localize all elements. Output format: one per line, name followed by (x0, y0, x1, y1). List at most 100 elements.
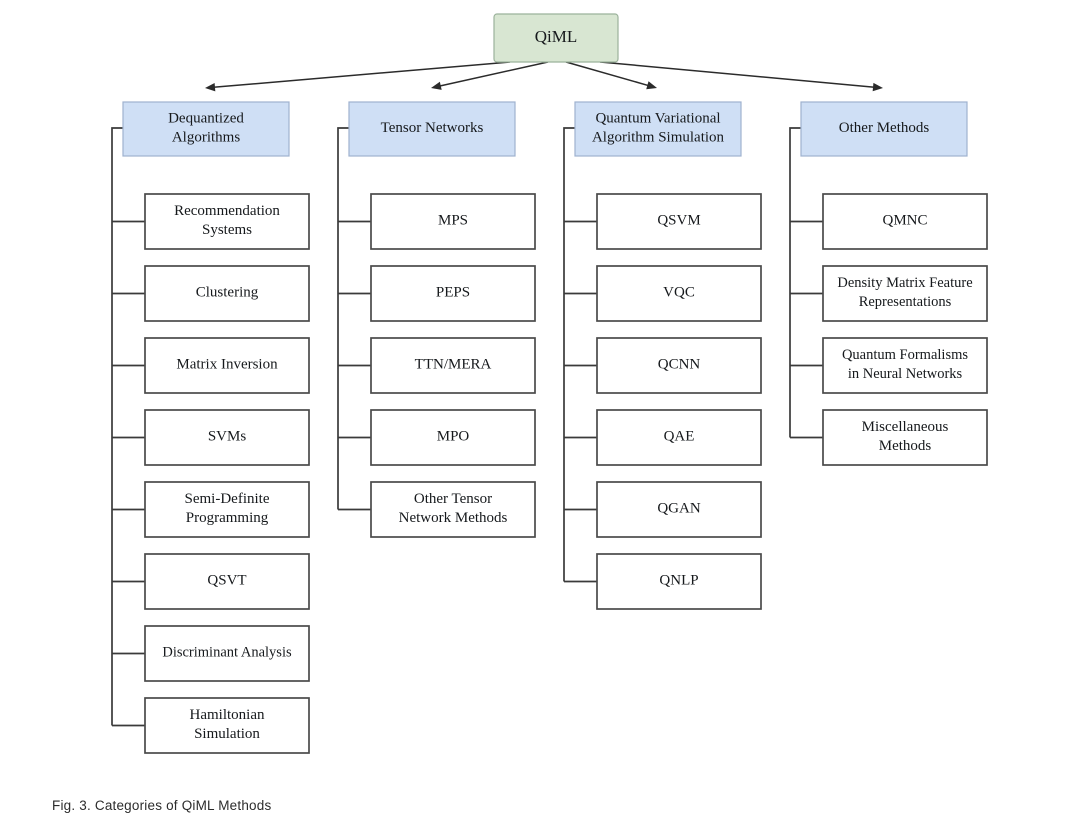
method-node-box (596, 409, 762, 466)
method-node-tensor-networks-2[interactable]: TTN/MERA (370, 337, 536, 394)
method-node-dequantized-algorithms-5[interactable]: QSVT (144, 553, 310, 610)
method-node-box (144, 409, 310, 466)
method-node-label: QAE (664, 429, 695, 445)
spine-tensor-networks (337, 127, 349, 510)
root-arrow-head (872, 82, 883, 92)
method-node-dequantized-algorithms-3[interactable]: SVMs (144, 409, 310, 466)
method-node-quantum-variational-algorithm-simulation-5[interactable]: QNLP (596, 553, 762, 610)
method-node-dequantized-algorithms-6[interactable]: Discriminant Analysis (144, 625, 310, 682)
method-node-box (822, 265, 988, 322)
method-node-box (596, 265, 762, 322)
method-node-label: SVMs (208, 429, 247, 445)
method-node-box (144, 697, 310, 754)
category-header-box (574, 101, 742, 157)
method-node-label: Clustering (196, 285, 259, 301)
method-node-tensor-networks-3[interactable]: MPO (370, 409, 536, 466)
spine-line (111, 127, 123, 726)
method-node-quantum-variational-algorithm-simulation-0[interactable]: QSVM (596, 193, 762, 250)
root-arrow-line (439, 61, 549, 87)
method-node-dequantized-algorithms-1[interactable]: Clustering (144, 265, 310, 322)
method-node-box (370, 265, 536, 322)
root-arrow-head (646, 81, 657, 90)
method-node-label: TTN/MERA (415, 357, 492, 373)
method-node-box (144, 193, 310, 250)
figure-caption: Fig. 3. Categories of QiML Methods (52, 798, 272, 813)
method-node-label: MPO (437, 429, 470, 445)
method-node-label: QSVM (657, 213, 700, 229)
method-node-box (144, 337, 310, 394)
root-arrow-tensor-networks (431, 61, 549, 90)
root-node-qiml[interactable]: QiML (493, 13, 619, 63)
method-node-box (596, 481, 762, 538)
method-node-label: VQC (663, 285, 695, 301)
spine-other-methods (789, 127, 801, 438)
root-arrow-other-methods (599, 61, 883, 92)
method-node-label: QCNN (658, 357, 701, 373)
spine-line (337, 127, 349, 510)
method-node-other-methods-0[interactable]: QMNC (822, 193, 988, 250)
root-arrow-line (565, 61, 650, 87)
method-node-box (596, 337, 762, 394)
category-header-tensor-networks[interactable]: Tensor Networks (348, 101, 516, 157)
method-node-tensor-networks-0[interactable]: MPS (370, 193, 536, 250)
root-arrow-head (431, 81, 442, 90)
root-node-box (493, 13, 619, 63)
root-arrow-dequantized-algorithms (205, 61, 511, 92)
root-arrow-line (599, 61, 875, 88)
method-node-quantum-variational-algorithm-simulation-4[interactable]: QGAN (596, 481, 762, 538)
spine-dequantized-algorithms (111, 127, 123, 726)
category-header-other-methods[interactable]: Other Methods (800, 101, 968, 157)
method-node-box (370, 481, 536, 538)
method-node-label: Matrix Inversion (176, 357, 278, 373)
root-arrow-quantum-variational-algorithm-simulation (565, 61, 657, 90)
method-node-box (144, 481, 310, 538)
category-header-label: Tensor Networks (381, 120, 484, 136)
spine-line (563, 127, 575, 582)
method-node-box (822, 337, 988, 394)
method-node-box (370, 409, 536, 466)
method-node-quantum-variational-algorithm-simulation-3[interactable]: QAE (596, 409, 762, 466)
category-header-box (122, 101, 290, 157)
category-header-label: Other Methods (839, 120, 930, 136)
method-node-label: MPS (438, 213, 468, 229)
root-arrow-line (213, 61, 511, 89)
method-node-quantum-variational-algorithm-simulation-2[interactable]: QCNN (596, 337, 762, 394)
method-node-label: QSVT (207, 573, 246, 589)
method-node-label: QGAN (657, 501, 700, 517)
method-node-box (822, 409, 988, 466)
spine-quantum-variational-algorithm-simulation (563, 127, 575, 582)
root-arrows-layer (205, 61, 883, 92)
method-node-box (370, 337, 536, 394)
method-node-dequantized-algorithms-2[interactable]: Matrix Inversion (144, 337, 310, 394)
method-node-label: QNLP (659, 573, 698, 589)
category-header-box (800, 101, 968, 157)
spine-line (789, 127, 801, 438)
method-node-box (822, 193, 988, 250)
method-node-box (144, 265, 310, 322)
method-node-label: QMNC (882, 213, 927, 229)
method-node-box (144, 625, 310, 682)
method-node-tensor-networks-1[interactable]: PEPS (370, 265, 536, 322)
method-node-quantum-variational-algorithm-simulation-1[interactable]: VQC (596, 265, 762, 322)
method-node-box (144, 553, 310, 610)
